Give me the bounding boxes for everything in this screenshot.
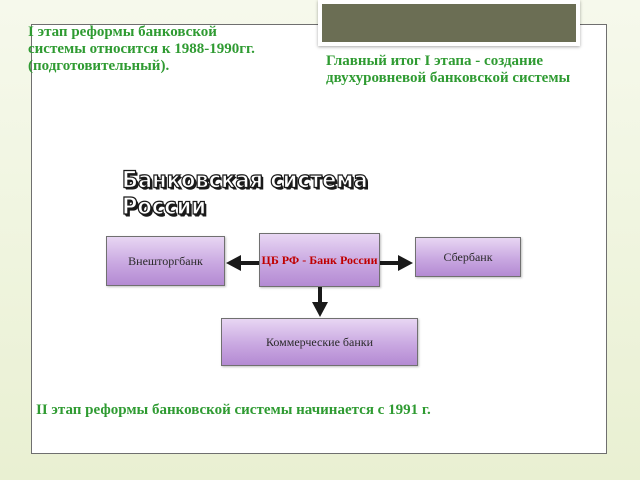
node-sberbank-label: Сбербанк — [443, 249, 493, 264]
stage1-text: I этап реформы банковской системы относи… — [28, 24, 255, 74]
node-commercial-banks-label: Коммерческие банки — [265, 334, 374, 349]
result-text: Главный итог I этапа - создание двухуров… — [326, 53, 571, 86]
node-sberbank: Сбербанк — [415, 237, 521, 277]
photo-image — [318, 0, 580, 46]
diagram-title: Банковская система России — [121, 165, 368, 220]
node-vneshtorgbank: Внешторгбанк — [106, 236, 225, 286]
stage2-text: II этап реформы банковской системы начин… — [36, 402, 431, 418]
node-central-bank: ЦБ РФ - Банк России — [259, 233, 380, 287]
node-central-bank-label: ЦБ РФ - Банк России — [261, 252, 378, 267]
node-vneshtorgbank-label: Внешторгбанк — [128, 253, 203, 268]
node-commercial-banks: Коммерческие банки — [221, 318, 418, 366]
